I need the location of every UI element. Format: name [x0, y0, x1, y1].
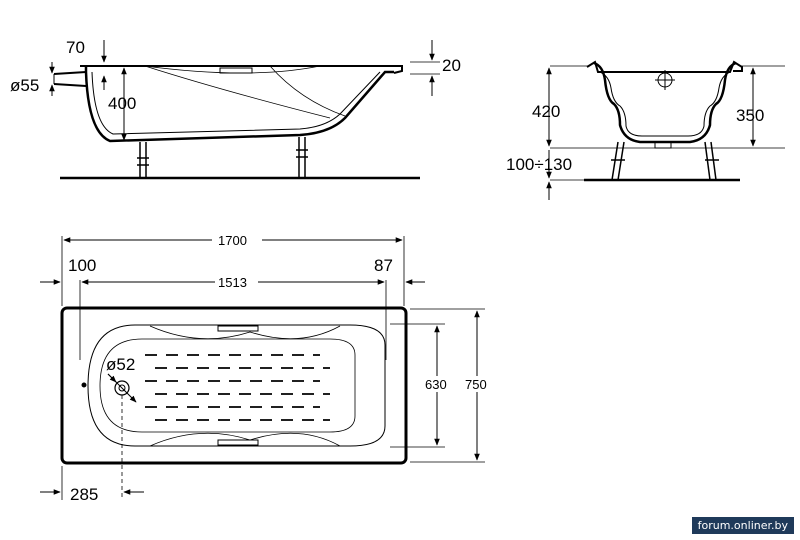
rim-thickness-label: 20 — [442, 56, 461, 75]
side-tub-inner — [91, 71, 381, 135]
width-label: 750 — [465, 377, 487, 392]
plan-view — [40, 236, 485, 500]
end-height-label: 420 — [532, 102, 560, 121]
plan-outer-rim — [60, 306, 408, 465]
left-margin-label: 100 — [68, 256, 96, 275]
inner-width-label: 630 — [425, 377, 447, 392]
side-view — [49, 40, 440, 180]
right-margin-label: 87 — [374, 256, 393, 275]
watermark: forum.onliner.by — [691, 517, 794, 534]
length-label: 1700 — [218, 233, 247, 248]
end-tub-inner — [599, 71, 731, 137]
leg-adjust-label: 100÷130 — [506, 155, 572, 174]
end-view — [546, 60, 785, 200]
end-inner-depth-label: 350 — [736, 106, 764, 125]
drain-diameter-label: ø52 — [106, 355, 135, 374]
side-rim — [80, 65, 403, 74]
side-tub-outer — [84, 66, 394, 143]
drain-offset-label: 285 — [70, 485, 98, 504]
anti-slip-pattern — [145, 354, 330, 421]
plan-handle-top — [149, 325, 341, 340]
overflow-diameter-label: ø55 — [10, 76, 39, 95]
side-handle — [219, 67, 253, 74]
side-leg-left — [137, 142, 149, 178]
inner-length-label: 1513 — [218, 275, 247, 290]
side-leg-right — [296, 137, 308, 178]
depth-label: 400 — [108, 94, 136, 113]
rim-height-label: 70 — [66, 38, 85, 57]
plan-inner-basin — [87, 324, 386, 447]
